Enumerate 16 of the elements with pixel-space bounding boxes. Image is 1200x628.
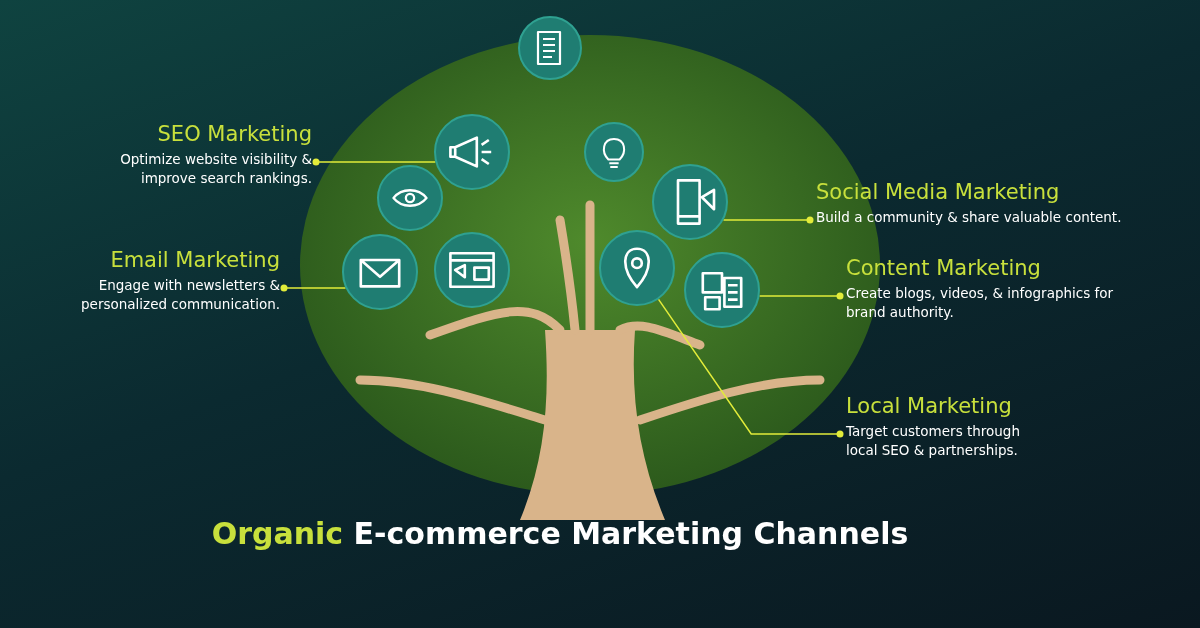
- leader-line: [312, 158, 437, 166]
- leader-line: [657, 298, 844, 438]
- diagram-title: Organic E-commerce Marketing Channels: [210, 516, 910, 551]
- channel-heading: Social Media Marketing: [816, 180, 1061, 204]
- channel-heading: Content Marketing: [846, 256, 1042, 280]
- leader-line: [758, 292, 844, 300]
- channel-description: Optimize website visibility & improve search rankings.: [119, 150, 312, 188]
- leader-line: [722, 216, 814, 224]
- channel-description: Target customers through local SEO & partnerships.: [846, 422, 1021, 460]
- channel-heading: SEO Marketing: [156, 122, 312, 146]
- leader-line: [280, 284, 347, 292]
- channel-description: Build a community & share valuable content.: [816, 208, 1123, 227]
- channel-description: Create blogs, videos, & infographics for brand authority.: [846, 284, 1115, 322]
- channel-description: Engage with newsletters & personalized communication.: [80, 276, 280, 314]
- channel-heading: Email Marketing: [109, 248, 280, 272]
- channel-heading: Local Marketing: [846, 394, 1013, 418]
